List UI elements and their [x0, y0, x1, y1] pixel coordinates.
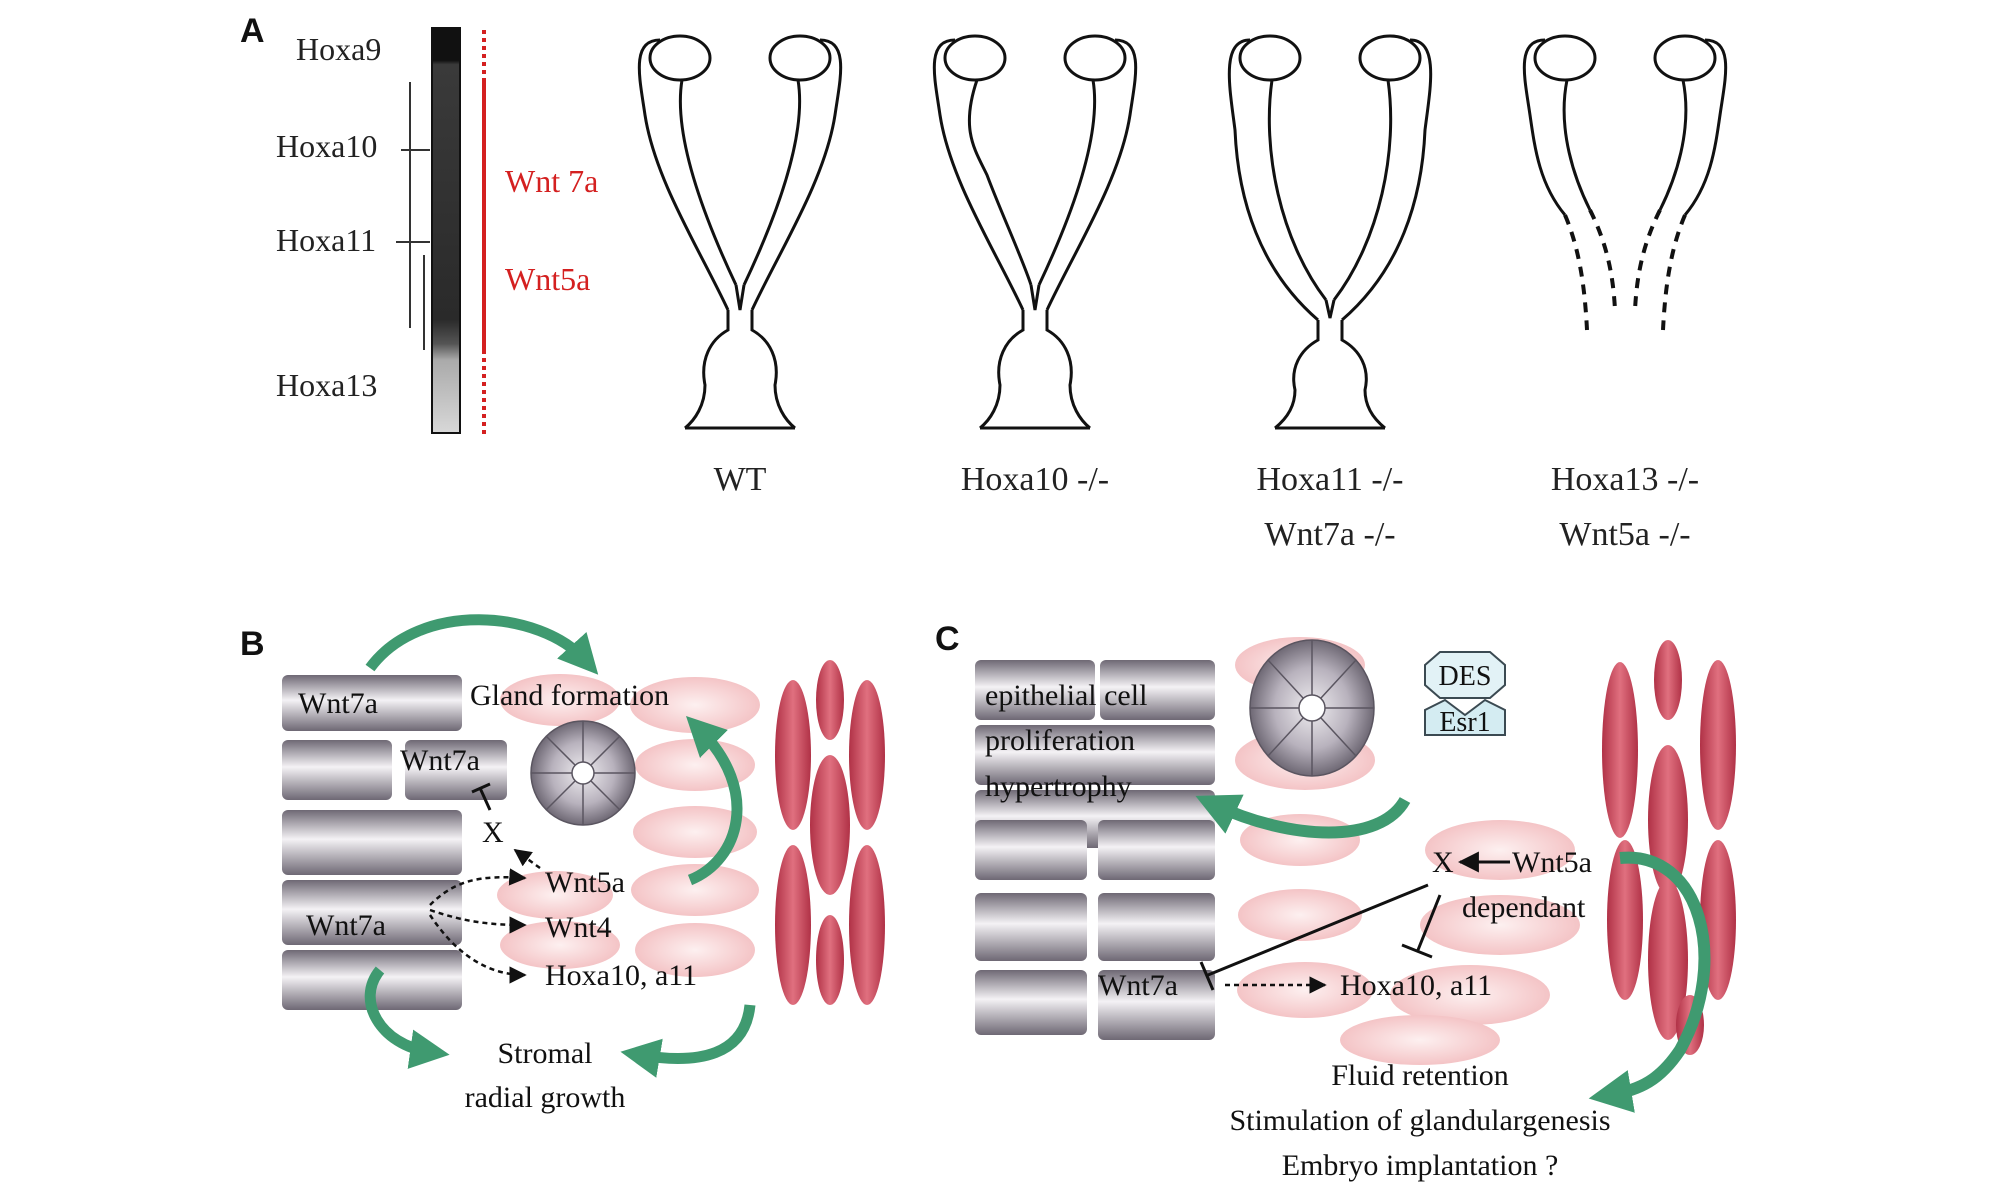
epithelial-label-line2: proliferation: [985, 724, 1135, 757]
inhibition-x-hoxa: [1401, 894, 1442, 959]
wnt7a-lower-label: Wnt7a: [306, 909, 386, 942]
gene-label-hoxa9: Hoxa9: [296, 31, 381, 67]
genotype-hoxa13: Hoxa13 -/-: [1551, 461, 1699, 498]
genotype-hoxa11: Hoxa11 -/-: [1257, 461, 1404, 498]
outcome-glandulargenesis: Stimulation of glandulargenesis: [1229, 1104, 1610, 1137]
wnt7a-label: Wnt 7a: [505, 163, 598, 199]
dotted-arrows-b: [428, 848, 541, 984]
genotype-wnt5a: Wnt5a -/-: [1559, 516, 1690, 553]
panel-a-letter: A: [240, 12, 265, 50]
gene-label-hoxa11: Hoxa11: [276, 222, 376, 258]
hoxa-label-b: Hoxa10, a11: [545, 959, 697, 992]
genotype-wnt7a: Wnt7a -/-: [1264, 516, 1395, 553]
green-arrows-b: [364, 614, 756, 1078]
dependant-label: dependant: [1462, 891, 1586, 924]
tract-hoxa10: [932, 34, 1138, 430]
inhibition-wnt7a-x: [471, 782, 492, 811]
tract-hoxa13-wnt5a: [1522, 34, 1728, 331]
gene-label-hoxa10: Hoxa10: [276, 128, 377, 164]
hoxa-label-c: Hoxa10, a11: [1340, 969, 1492, 1002]
des-esr1-receptor: DES Esr1: [1424, 651, 1506, 738]
gland-formation-label: Gland formation: [470, 679, 669, 712]
myometrium-c: [1602, 640, 1736, 1055]
gland-b: [530, 720, 636, 826]
gene-label-hoxa13: Hoxa13: [276, 367, 377, 403]
outcome-embryo-implantation: Embryo implantation ?: [1282, 1149, 1559, 1182]
tract-wt: [637, 34, 843, 430]
wnt5a-label-b: Wnt5a: [545, 866, 625, 899]
wnt7a-inner-label: Wnt7a: [400, 744, 480, 777]
genotype-hoxa10: Hoxa10 -/-: [961, 461, 1109, 498]
stromal-label-line1: Stromal: [498, 1037, 593, 1070]
wnt5a-label: Wnt5a: [505, 261, 590, 297]
inhibition-x-wnt7a: [1199, 883, 1429, 991]
epithelial-label-line3: hypertrophy: [985, 770, 1132, 803]
stromal-cells: [497, 674, 760, 977]
gland-c: [1249, 639, 1375, 777]
esr1-label: Esr1: [1439, 707, 1490, 738]
panel-c-letter: C: [935, 620, 960, 658]
panel-b-letter: B: [240, 625, 265, 663]
tract-hoxa11-wnt7a: [1227, 34, 1433, 430]
x-factor-b: X: [482, 816, 504, 849]
hox-cluster-bar: [431, 27, 461, 434]
epithelial-label-line1: epithelial cell: [985, 679, 1147, 712]
outcome-fluid-retention: Fluid retention: [1331, 1059, 1508, 1092]
panel-a: A Hoxa9 Hoxa10 Hoxa11 Hoxa13 Wnt 7a Wnt5…: [240, 12, 1728, 553]
myometrium-b: [775, 660, 885, 1005]
wnt4-label-b: Wnt4: [545, 911, 612, 944]
green-arrows-c: [1195, 794, 1711, 1113]
wnt5a-label-c: Wnt5a: [1512, 846, 1592, 879]
x-factor-c: X: [1432, 846, 1454, 879]
des-label: DES: [1439, 661, 1492, 692]
wnt7a-label-c: Wnt7a: [1098, 969, 1178, 1002]
epithelium-c: [975, 660, 1215, 1040]
wnt7a-top-label: Wnt7a: [298, 687, 378, 720]
panel-c: C: [935, 620, 1736, 1182]
genotype-wt: WT: [714, 461, 767, 498]
panel-b: B: [240, 614, 885, 1114]
epithelium-b: [282, 675, 507, 1010]
stromal-label-line2: radial growth: [465, 1081, 626, 1114]
